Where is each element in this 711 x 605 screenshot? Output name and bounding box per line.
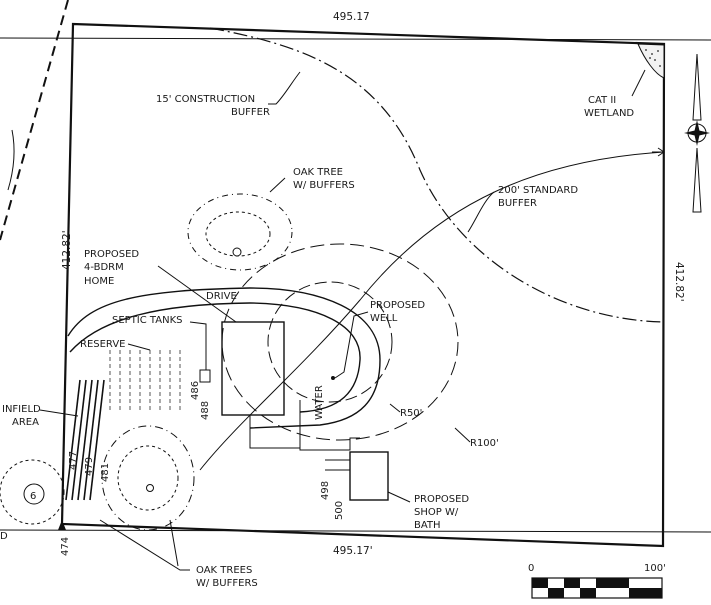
- drive-label: DRIVE: [206, 291, 237, 302]
- lower-oak-buffer-inner: [117, 445, 179, 511]
- property-boundary: [60, 22, 666, 548]
- faint-arc-left: [7, 129, 15, 191]
- elevation-500: 500: [334, 501, 345, 520]
- reserve-leader: [127, 343, 151, 351]
- standard-buffer-label-2: BUFFER: [498, 198, 537, 209]
- drainfield-lines: [65, 379, 105, 501]
- r50-leader: [389, 403, 401, 413]
- neighbor-oak-number: 6: [30, 491, 36, 502]
- elevation-486: 486: [190, 381, 201, 400]
- neighbor-oak-circle: [23, 483, 45, 505]
- adjacent-lot-line-bottom: [0, 529, 711, 533]
- well-buffer-r50: [267, 281, 393, 403]
- elevation-488: 488: [200, 401, 211, 420]
- label-r100: R100': [470, 438, 499, 449]
- well-buffer-r100: [221, 243, 459, 441]
- reserve-label: RESERVE: [80, 339, 126, 350]
- wetland-label-1: CAT II: [588, 95, 616, 106]
- scale-bar-start: 0: [528, 563, 534, 574]
- scale-bar: [531, 577, 663, 599]
- lower-oak-tree-icon: [146, 484, 154, 492]
- proposed-home-label-3: HOME: [84, 276, 114, 287]
- wetland-leader: [631, 69, 646, 97]
- oak-trees-label-1: OAK TREES: [196, 565, 252, 576]
- septic-tank-icon: [199, 369, 211, 383]
- elevation-477: 477: [68, 451, 79, 470]
- dimension-left: 412.82': [61, 230, 73, 270]
- construction-buffer-line: [209, 27, 665, 323]
- standard-buffer-leader: [467, 191, 495, 233]
- proposed-well-leader: [334, 311, 369, 379]
- oak-tree-buffer-outer: [187, 193, 293, 271]
- proposed-shop-label-1: PROPOSED: [414, 494, 469, 505]
- standard-buffer-arrow: [652, 147, 665, 157]
- driveway-inner: [69, 302, 361, 413]
- proposed-home-leader: [157, 265, 237, 323]
- proposed-home-label-2: 4-BDRM: [84, 262, 124, 273]
- standard-buffer-line: [199, 151, 665, 471]
- construction-buffer-label-1: 15' CONSTRUCTION: [156, 94, 255, 105]
- proposed-shop-label-2: SHOP W/: [414, 507, 459, 518]
- proposed-well-label-2: WELL: [370, 313, 398, 324]
- wetland-label-2: WETLAND: [584, 108, 634, 119]
- wetland-stipple: [645, 49, 661, 67]
- neighbor-oak-buffer: [0, 459, 65, 525]
- edge-letter: D: [0, 531, 8, 542]
- elevation-498: 498: [320, 481, 331, 500]
- shop-connectors: [325, 459, 350, 471]
- water-label: WATER: [314, 385, 325, 420]
- r100-leader: [454, 427, 471, 443]
- scale-bar-end: 100': [644, 563, 666, 574]
- drainfield-label-1: INFIELD: [2, 404, 41, 415]
- proposed-well-label-1: PROPOSED: [370, 300, 425, 311]
- proposed-shop-label-3: BATH: [414, 520, 441, 531]
- oak-trees-leader: [99, 519, 190, 571]
- reserve-field-lines: [109, 350, 181, 410]
- elevation-481: 481: [100, 463, 111, 482]
- construction-buffer-label-2: BUFFER: [231, 107, 270, 118]
- driveway-outer: [67, 287, 381, 429]
- drainfield-label-2: AREA: [12, 417, 39, 428]
- dimension-top: 495.17: [333, 11, 370, 23]
- construction-buffer-leader: [268, 71, 301, 105]
- adjacent-lot-line: [0, 37, 711, 41]
- label-r50: R50': [400, 408, 422, 419]
- oak-tree-label-2: W/ BUFFERS: [293, 180, 355, 191]
- proposed-home-label-1: PROPOSED: [84, 249, 139, 260]
- dimension-right: 412.82': [673, 262, 685, 302]
- oak-tree-label-1: OAK TREE: [293, 167, 343, 178]
- oak-tree-buffer-inner: [205, 211, 271, 257]
- drainfield-leader: [39, 409, 79, 417]
- oak-trees-label-2: W/ BUFFERS: [196, 578, 258, 589]
- oak-tree-icon: [232, 247, 242, 257]
- corner-marker-icon: [58, 520, 66, 530]
- proposed-shop-footprint: [349, 451, 389, 501]
- standard-buffer-label-1: 200' STANDARD: [498, 185, 578, 196]
- oak-tree-leader: [269, 177, 286, 193]
- north-arrow-icon: [684, 53, 710, 213]
- well-marker: [331, 376, 335, 380]
- shop-service-line: [249, 415, 300, 449]
- lower-oak-buffer-outer: [101, 425, 195, 531]
- elevation-479: 479: [84, 457, 95, 476]
- proposed-shop-leader: [387, 491, 411, 503]
- elevation-474: 474: [60, 537, 71, 556]
- septic-tanks-leader: [189, 321, 207, 370]
- easement-dashed-line: [0, 0, 69, 241]
- water-line: [299, 400, 360, 451]
- septic-tanks-label: SEPTIC TANKS: [112, 315, 182, 326]
- dimension-bottom: 495.17': [333, 545, 373, 557]
- wetland-hatch: [637, 43, 665, 79]
- proposed-home-footprint: [221, 321, 285, 416]
